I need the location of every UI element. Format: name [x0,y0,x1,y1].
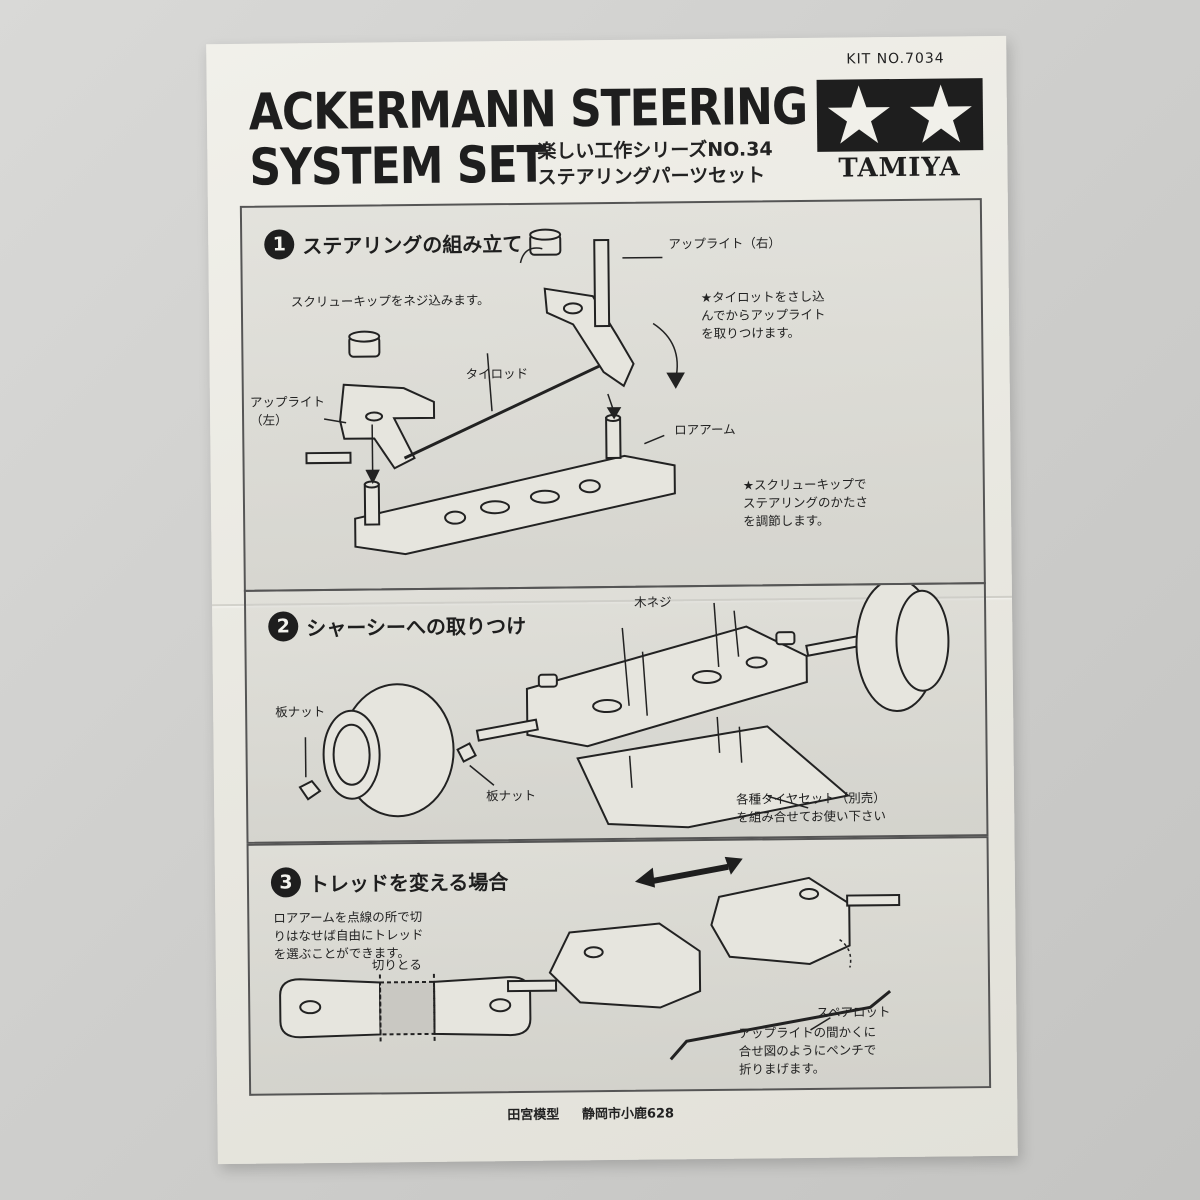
step-1-title: ステアリングの組み立て [302,231,523,258]
step-3-panel: 3 トレッドを変える場合 ロアアームを点線の所で切 りはなせば自由にトレッド を… [246,836,992,1096]
lower-arm-label: ロアアーム [674,421,736,438]
title-line-1: ACKERMANN STEERING [248,77,808,143]
step-1-header: 1 ステアリングの組み立て [264,227,522,260]
screw-cap-note: スクリューキップをネジ込みます。 [290,292,490,310]
step-2-header: 2 シャーシーへの取りつけ [268,609,526,642]
brand-name: TAMIYA [838,152,961,184]
kit-number: KIT NO.7034 [846,50,945,68]
step-3-title: トレッドを変える場合 [308,869,509,896]
step-1-panel: 1 ステアリングの組み立て アップライト（右） スクリューキップをネジ込みます。… [239,198,986,592]
step-2-title: シャーシーへの取りつけ [306,613,527,640]
upright-left-label: アップライト （左） [249,393,325,428]
company-name: 田宮模型 [507,1107,560,1124]
cut-label: 切りとる [371,957,422,973]
tierod-label: タイロッド [465,365,529,382]
instruction-sheet: KIT NO.7034 ACKERMANN STEERING SYSTEM SE… [206,35,1018,1165]
company-address: 静岡市小鹿628 [581,1106,675,1123]
step-3-illustration [279,856,901,1061]
step-2-number: 2 [268,611,299,642]
step-1-illustration [305,228,685,556]
step-2-panel: 2 シャーシーへの取りつけ 木ネジ 板ナット 板ナット 各種タイヤセット（別売）… [243,582,989,844]
step-3-header: 3 トレッドを変える場合 [270,865,509,898]
tire-set-note: 各種タイヤセット（別売） を組み合せてお使い下さい [736,790,886,825]
screw-cap-adjust-note: ★スクリューキップで ステアリングのかたさ を調節します。 [742,476,869,529]
plate-nut-left-label: 板ナット [275,704,326,720]
tamiya-stars-logo-icon [816,78,984,152]
series-info: 楽しい工作シリーズNO.34 ステアリングパーツセット [537,136,773,190]
wood-screw-label: 木ネジ [633,594,672,610]
subtitle-jp: ステアリングパーツセット [537,164,766,189]
step-2-illustration [298,584,950,829]
step-1-number: 1 [264,229,295,260]
tierod-insert-note: ★タイロットをさし込 んでからアップライト を取りつけます。 [700,288,826,342]
plate-nut-bottom-label: 板ナット [485,787,537,804]
upright-right-label: アップライト（右） [668,235,781,252]
bend-note: アップライトの間かくに 合せ図のようにペンチで 折りまげます。 [738,1024,877,1077]
step-3-number: 3 [270,867,302,898]
spare-rod-label: スペアロット [816,1004,891,1020]
series-name: 楽しい工作シリーズNO.34 [537,138,773,163]
manufacturer-footer: 田宮模型 静岡市小鹿628 [507,1102,692,1123]
